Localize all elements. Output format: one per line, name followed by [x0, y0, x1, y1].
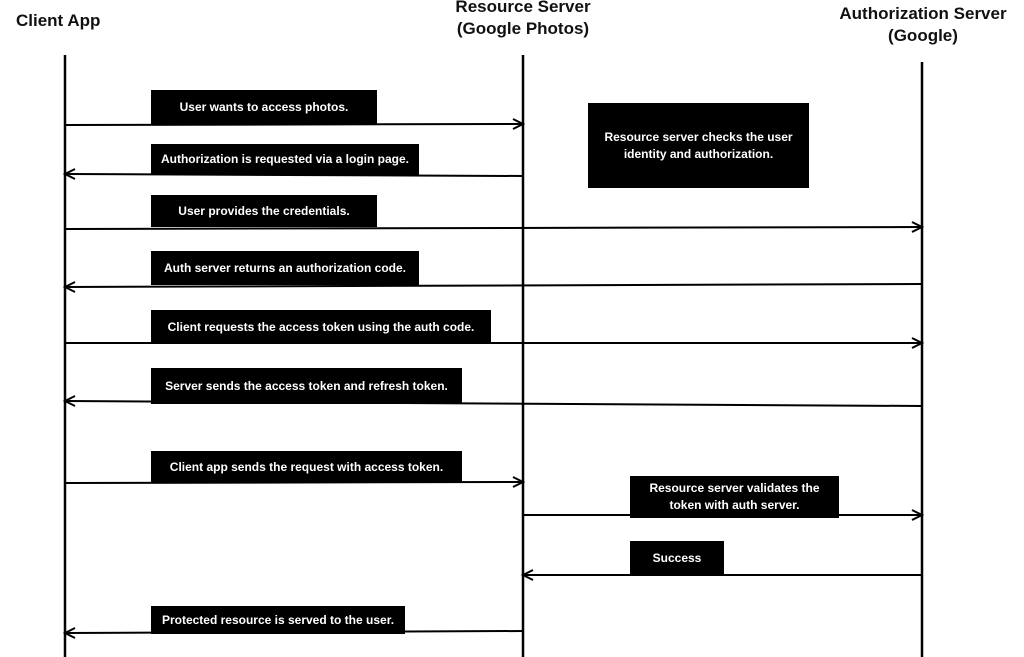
actor-client-app: Client App	[16, 10, 100, 32]
message-label-provide-credentials: User provides the credentials.	[151, 195, 377, 227]
arrow-msg-3	[64, 221, 925, 233]
actor-authorization-server: Authorization Server (Google)	[826, 3, 1020, 47]
actor-resource-label: Resource Server	[455, 0, 591, 16]
message-label-authorization-requested: Authorization is requested via a login p…	[151, 144, 419, 175]
arrow-msg-4	[62, 281, 923, 293]
actor-auth-label: Authorization Server	[839, 4, 1007, 23]
message-label-success: Success	[630, 541, 724, 575]
message-label-send-tokens: Server sends the access token and refres…	[151, 368, 462, 404]
message-label-resource-served: Protected resource is served to the user…	[151, 606, 405, 634]
arrow-msg-1	[64, 118, 526, 130]
actor-auth-sublabel: (Google)	[888, 26, 958, 45]
message-label-access-photos: User wants to access photos.	[151, 90, 377, 124]
note-resource-check: Resource server checks the user identity…	[588, 103, 809, 188]
message-label-request-access-token: Client requests the access token using t…	[151, 310, 491, 344]
message-label-validate-token: Resource server validates the token with…	[630, 476, 839, 518]
actor-client-label: Client App	[16, 11, 101, 30]
arrow-msg-9	[520, 569, 922, 581]
message-label-request-with-token: Client app sends the request with access…	[151, 451, 462, 483]
message-label-authorization-code: Auth server returns an authorization cod…	[151, 251, 419, 285]
actor-resource-server: Resource Server (Google Photos)	[428, 0, 618, 40]
actor-resource-sublabel: (Google Photos)	[456, 19, 590, 38]
arrow-msg-2	[62, 168, 524, 180]
